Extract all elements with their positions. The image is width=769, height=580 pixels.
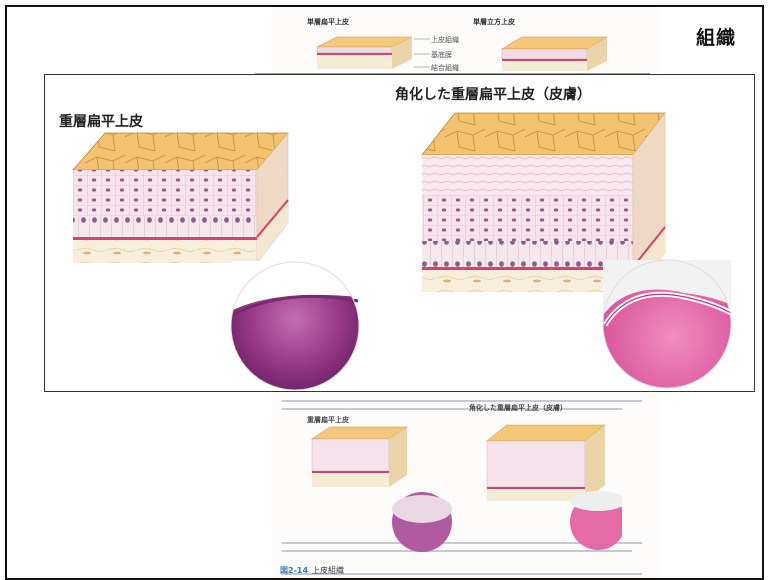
figure-number: 図2-14 (280, 566, 308, 575)
top-label-simple-cuboidal: 単層立方上皮 (473, 17, 515, 27)
figure-caption-text: 上皮組織 (312, 566, 344, 575)
micrograph-stratified (231, 261, 359, 390)
section-title: 組織 (696, 23, 736, 50)
top-label-simple-squamous: 単層扁平上皮 (307, 17, 349, 27)
text-line (282, 408, 622, 410)
stratified-squamous-block (73, 133, 288, 263)
legend-basement-membrane: 基底膜 (431, 50, 452, 60)
legend-epithelium: 上皮組織 (431, 35, 459, 45)
zoom-illustration (45, 75, 755, 392)
legend-connective-tissue: 結合組織 (431, 63, 459, 73)
zoom-panel: 重層扁平上皮 角化した重層扁平上皮（皮膚） (44, 74, 755, 392)
bottom-tissue-illustrations (302, 419, 622, 564)
figure-caption: 図2-14 上皮組織 (280, 565, 344, 576)
text-line (282, 400, 642, 402)
bottom-title-keratinized: 角化した重層扁平上皮（皮膚） (469, 403, 567, 413)
micrograph-keratinized (603, 260, 731, 388)
page-frame: 単層扁平上皮 単層立方上皮 上皮組織 基底膜 結合組織 組織 角化した重層扁平上… (5, 5, 764, 580)
top-tissue-illustrations (302, 29, 622, 73)
